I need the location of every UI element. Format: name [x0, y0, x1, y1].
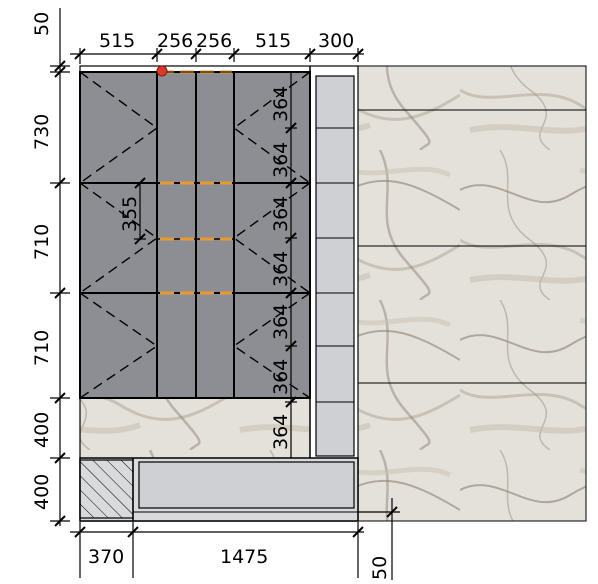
dim-top-515-right: 515 — [255, 30, 291, 52]
dim-ticks — [54, 48, 398, 538]
dim-inner-364-6: 364 — [270, 359, 292, 395]
dim-bottom-50: 50 — [369, 556, 391, 580]
dim-inner-364-3: 364 — [270, 196, 292, 232]
bottom-cabinet — [79, 457, 359, 522]
top-dimension-labels: 515 256 256 515 300 — [99, 30, 354, 52]
inner-dimension-labels: 364 364 364 364 364 364 364 355 — [119, 86, 292, 450]
dim-lines — [50, 8, 400, 580]
dim-bottom-1475: 1475 — [220, 546, 268, 568]
dim-inner-364-7: 364 — [270, 414, 292, 450]
dim-inner-355: 355 — [119, 196, 141, 232]
dim-left-710-a: 710 — [31, 224, 53, 260]
red-marker — [156, 65, 168, 77]
dim-inner-364-2: 364 — [270, 142, 292, 178]
marble-floor-strip — [80, 398, 310, 458]
dim-inner-364-1: 364 — [270, 86, 292, 122]
side-cabinet — [315, 75, 355, 457]
dim-left-400-b: 400 — [31, 474, 53, 510]
dim-inner-364-5: 364 — [270, 304, 292, 340]
dim-top-300: 300 — [318, 30, 354, 52]
dim-bottom-370: 370 — [88, 546, 124, 568]
dim-left-730: 730 — [31, 114, 53, 150]
dim-left-710-b: 710 — [31, 330, 53, 366]
bottom-dimension-labels: 370 1475 50 — [88, 546, 391, 580]
dim-inner-364-4: 364 — [270, 251, 292, 287]
left-dimension-labels: 50 730 710 710 400 400 — [31, 12, 53, 510]
dim-top-515-left: 515 — [99, 30, 135, 52]
dim-top-256-a: 256 — [157, 30, 193, 52]
dim-top-256-b: 256 — [196, 30, 232, 52]
marble-wall — [357, 65, 587, 522]
dim-left-50: 50 — [31, 12, 53, 36]
dim-left-400-a: 400 — [31, 412, 53, 448]
